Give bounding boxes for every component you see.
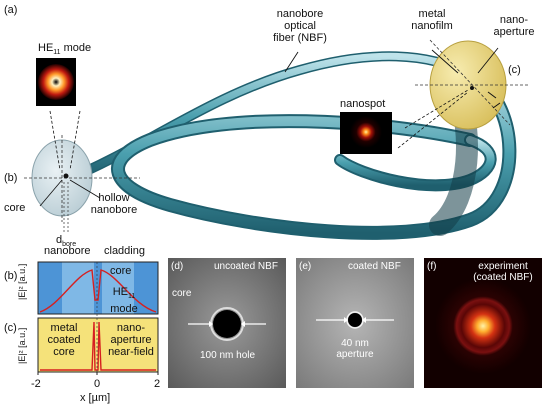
sem-d-title: uncoated NBF [214,261,278,272]
tick-2: 2 [154,378,161,390]
nanobore-label: nanobore [44,245,91,257]
ylabel-b: |E|² [a.u.] [17,263,27,300]
profile-he11-label: HE11 mode [110,286,138,316]
sem-d-hole: 100 nm hole [200,350,256,361]
metal-coated-end-face [284,39,528,149]
sem-uncoated-panel: (d) uncoated NBF core 100 nm hole [168,258,286,388]
tick-neg2: -2 [31,378,41,390]
panel-b2-label: (b) [4,270,18,282]
experiment-panel: (f) experiment(coated NBF) [424,258,542,388]
sem-e-title: coated NBF [348,261,401,272]
nanospot-label: nanospot [340,98,386,110]
profile-core-label: core [110,265,132,277]
panel-a-label: (a) [4,4,18,16]
fiber-end-face-left [24,110,140,232]
he11-mode-label: HE11 mode [38,42,92,57]
panel-c-label: (c) [508,64,521,76]
ylabel-c: |E|² [a.u.] [17,327,27,364]
panel-c2-label: (c) [4,322,17,334]
cladding-label: cladding [104,245,145,257]
panel-f-label: (f) [427,261,437,272]
panel-e-label: (e) [299,261,312,272]
sem-d-core: core [172,288,192,299]
nano-aperture-label: nano-aperture [493,14,535,38]
tick-0: 0 [94,378,101,390]
core-label: core [4,202,26,214]
xlabel: x [µm] [80,392,111,404]
panel-b-label: (b) [4,172,18,184]
d-bore-label: dbore [56,234,77,249]
panel-d-label: (d) [171,261,184,272]
experiment-label: experiment(coated NBF) [473,261,533,283]
